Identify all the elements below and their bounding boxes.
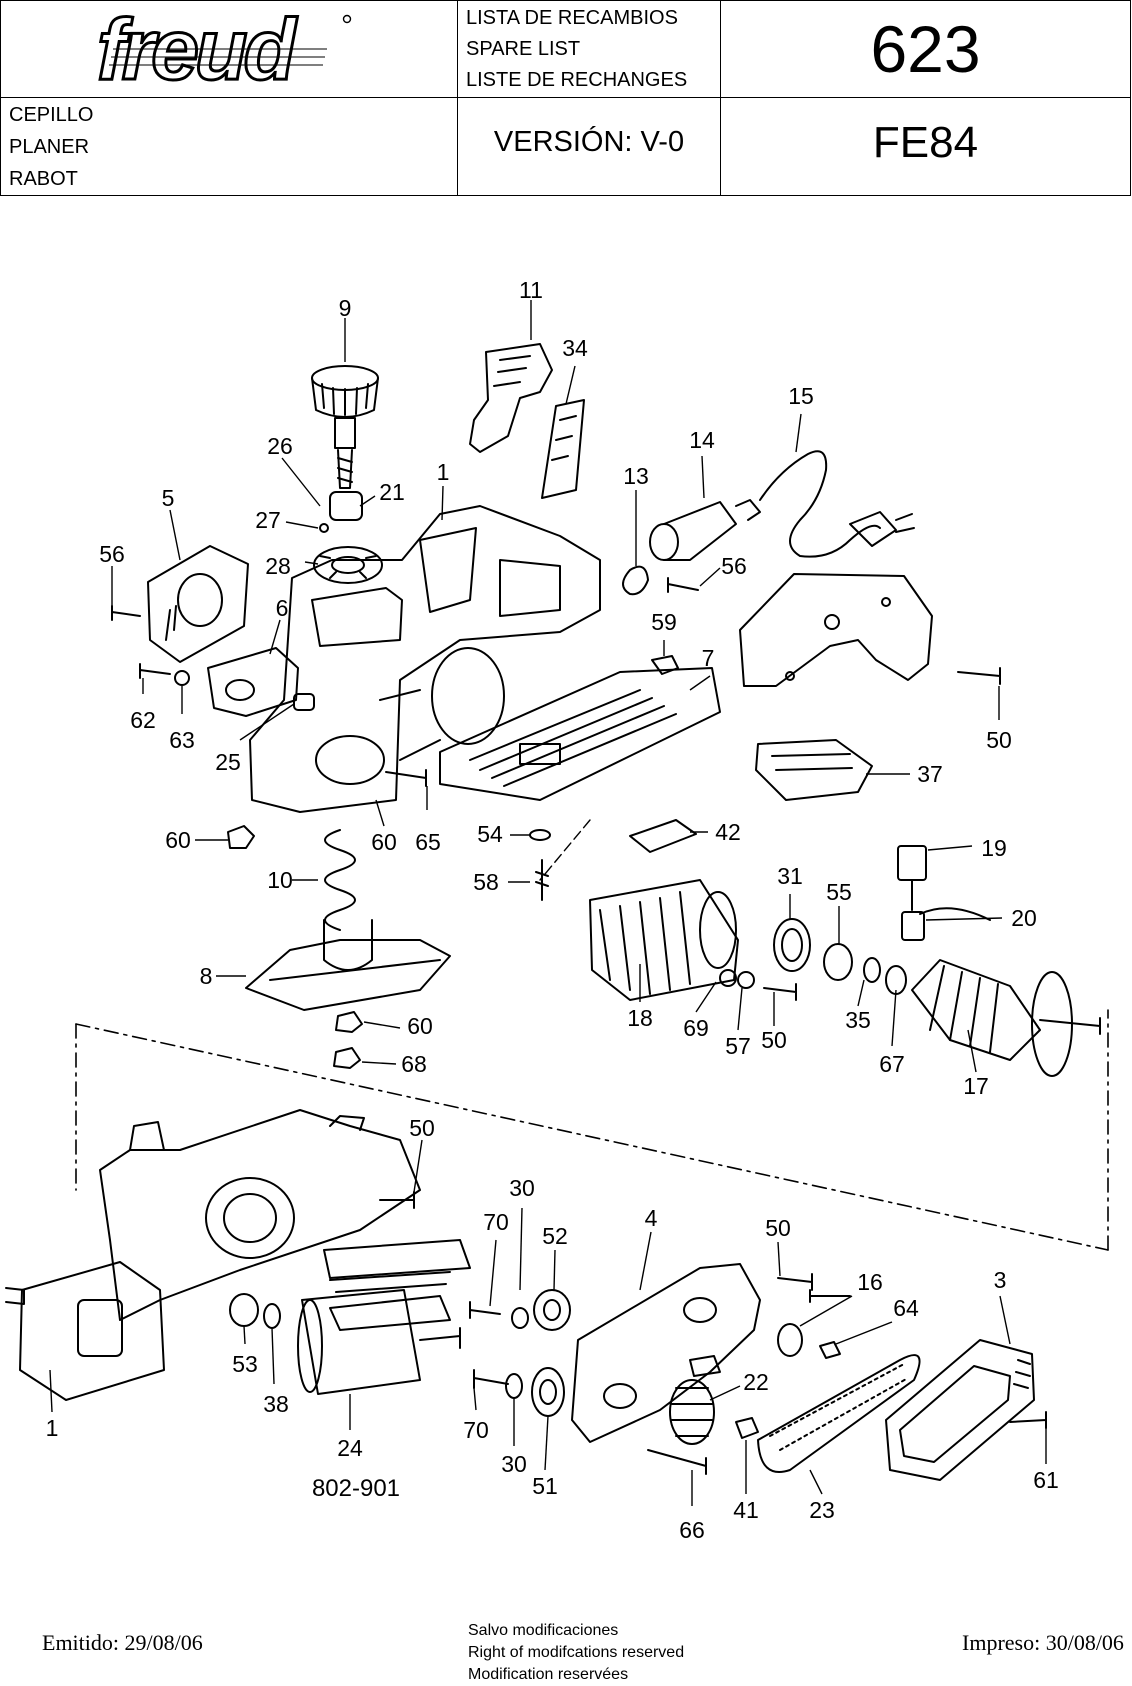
note-fr: Modification reservées — [468, 1666, 629, 1683]
version-cell: VERSIÓN: V-0 — [457, 97, 721, 196]
part-label: 24 — [337, 1435, 363, 1461]
part-label: 38 — [263, 1391, 289, 1417]
part-label: 50 — [986, 727, 1012, 753]
part-label: 17 — [963, 1073, 989, 1099]
spare-list-cell: LISTA DE RECAMBIOS SPARE LIST LISTE DE R… — [457, 0, 721, 98]
part-label: 34 — [562, 335, 588, 361]
part-label: 65 — [415, 829, 441, 855]
part-label: 54 — [477, 821, 503, 847]
part-label: 50 — [765, 1215, 791, 1241]
version-label: VERSIÓN: V-0 — [493, 126, 685, 158]
tool-type-cell: CEPILLO PLANER RABOT — [0, 97, 458, 196]
part-label: 1 — [437, 459, 450, 485]
part-label: 60 — [407, 1013, 433, 1039]
part-label: 57 — [725, 1033, 751, 1059]
part-label: 50 — [409, 1115, 435, 1141]
part-label: 66 — [679, 1517, 705, 1540]
part-label: 4 — [645, 1205, 658, 1231]
part-label: 67 — [879, 1051, 905, 1077]
part-label: 41 — [733, 1497, 759, 1523]
part-label: 53 — [232, 1351, 258, 1377]
part-label: 59 — [651, 609, 677, 635]
part-label: 9 — [339, 295, 352, 321]
part-label: 20 — [1011, 905, 1037, 931]
list-title-es: LISTA DE RECAMBIOS — [466, 7, 678, 29]
part-label: 61 — [1033, 1467, 1059, 1493]
part-label: 11 — [519, 277, 543, 303]
list-title-en: SPARE LIST — [466, 38, 581, 60]
part-label: 63 — [169, 727, 195, 753]
part-label: 35 — [845, 1007, 871, 1033]
freud-logo: freud — [96, 7, 352, 95]
part-label: 69 — [683, 1015, 709, 1041]
model-cell: FE84 — [720, 97, 1131, 196]
part-label: 3 — [994, 1267, 1007, 1293]
part-label: 62 — [130, 707, 156, 733]
model-label: FE84 — [872, 118, 979, 167]
part-label: 21 — [379, 479, 405, 505]
part-label: 16 — [857, 1269, 883, 1295]
part-label: 55 — [826, 879, 852, 905]
part-label: 30 — [509, 1175, 535, 1201]
header-table: freud LISTA DE RECAMBIOS SPARE LIST LIST… — [0, 0, 1131, 196]
part-label: 50 — [761, 1027, 787, 1053]
part-label: 14 — [689, 427, 715, 453]
part-label: 1 — [46, 1415, 59, 1441]
note-en: Right of modifcations reserved — [468, 1644, 685, 1661]
note-es: Salvo modificaciones — [468, 1622, 619, 1639]
part-label: 13 — [623, 463, 649, 489]
part-label: 70 — [483, 1209, 509, 1235]
part-label: 52 — [542, 1223, 568, 1249]
part-label: 60 — [371, 829, 397, 855]
list-title-fr: LISTE DE RECHANGES — [466, 69, 688, 91]
part-label: 10 — [267, 867, 293, 893]
part-label: 22 — [743, 1369, 769, 1395]
part-label: 15 — [788, 383, 814, 409]
part-label: 7 — [702, 645, 715, 671]
part-label: 64 — [893, 1295, 919, 1321]
part-label: 6 — [276, 595, 289, 621]
part-label: 56 — [99, 541, 125, 567]
part-label: 27 — [255, 507, 281, 533]
part-label: 58 — [473, 869, 499, 895]
issued-date: Emitido: 29/08/06 — [42, 1630, 203, 1655]
svg-text:freud: freud — [97, 7, 297, 95]
part-label: 28 — [265, 553, 291, 579]
part-label: 5 — [162, 485, 175, 511]
part-label: 19 — [981, 835, 1007, 861]
part-label: 26 — [267, 433, 293, 459]
part-label: 60 — [165, 827, 191, 853]
part-label: 51 — [532, 1473, 558, 1499]
tool-type-fr: RABOT — [9, 168, 78, 190]
exploded-parts-diagram: 9 11 34 15 14 13 56 1 26 21 27 28 5 56 6… — [5, 277, 1109, 1540]
drawing-code: 802-901 — [312, 1475, 400, 1502]
part-label: 56 — [721, 553, 747, 579]
part-label: 30 — [501, 1451, 527, 1477]
part-label: 70 — [463, 1417, 489, 1443]
part-label: 68 — [401, 1051, 427, 1077]
tool-type-es: CEPILLO — [9, 104, 94, 126]
printed-date: Impreso: 30/08/06 — [962, 1630, 1124, 1655]
logo-cell: freud — [0, 0, 458, 98]
sheet-number-cell: 623 — [720, 0, 1131, 98]
knob-part — [311, 365, 379, 489]
part-label: 25 — [215, 749, 241, 775]
part-label: 31 — [777, 863, 803, 889]
part-label: 8 — [200, 963, 213, 989]
part-label: 42 — [715, 819, 741, 845]
part-label: 37 — [917, 761, 943, 787]
part-label: 18 — [627, 1005, 653, 1031]
sheet-number: 623 — [870, 12, 981, 86]
modification-notes: Salvo modificaciones Right of modifcatio… — [468, 1620, 684, 1686]
part-label: 23 — [809, 1497, 835, 1523]
tool-type-en: PLANER — [9, 136, 90, 158]
